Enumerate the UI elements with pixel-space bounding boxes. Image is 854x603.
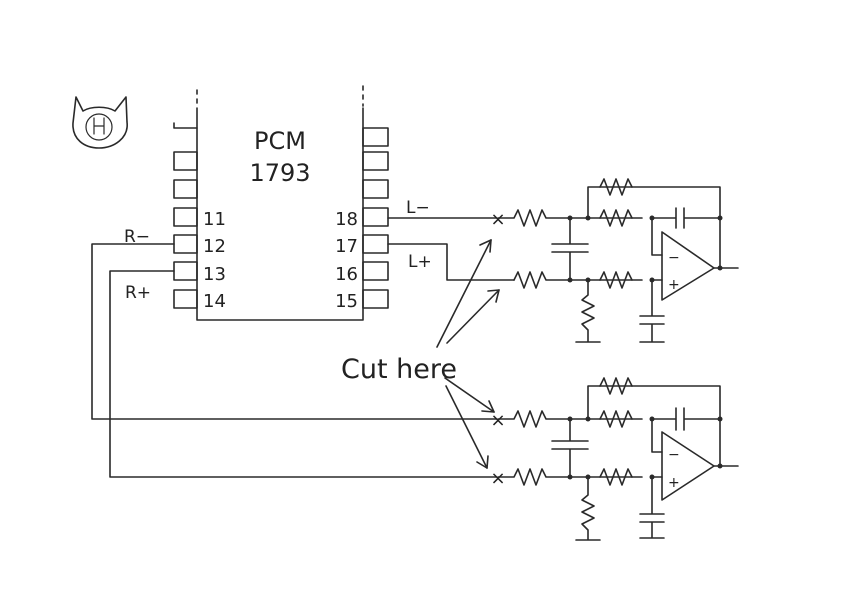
- l-plus-label: L+: [408, 252, 432, 272]
- pin-16-label: 16: [335, 264, 358, 285]
- cut-mark-l-minus: ×: [490, 209, 505, 230]
- cut-here-annotation: Cut here: [341, 354, 457, 385]
- pin-11-label: 11: [203, 209, 226, 230]
- svg-text:−: −: [668, 447, 680, 463]
- pin-18-label: 18: [335, 209, 358, 230]
- l-plus-wire: [387, 243, 515, 281]
- svg-text:+: +: [668, 277, 680, 293]
- left-pin-boxes: [173, 122, 198, 309]
- chip-number: 1793: [249, 159, 310, 187]
- pin-12-label: 12: [203, 236, 226, 257]
- r-plus-label: R+: [125, 283, 151, 303]
- svg-text:+: +: [668, 475, 680, 491]
- cut-mark-r-plus: ×: [490, 468, 505, 489]
- chip-name: PCM: [254, 127, 306, 155]
- pin-15-label: 15: [335, 291, 358, 312]
- r-minus-wire: [91, 243, 497, 420]
- r-plus-wire: [109, 270, 497, 478]
- lower-filter-stage: − +: [497, 377, 739, 541]
- pin-14-label: 14: [203, 291, 226, 312]
- pin-17-label: 17: [335, 236, 358, 257]
- pin-13-label: 13: [203, 264, 226, 285]
- upper-filter-stage: − +: [497, 178, 739, 343]
- cat-logo-icon: [72, 96, 128, 149]
- l-minus-label: L−: [406, 198, 430, 218]
- cut-mark-r-minus: ×: [490, 410, 505, 431]
- svg-text:−: −: [668, 250, 680, 266]
- r-minus-label: R−: [124, 227, 150, 247]
- annotation-arrows: [436, 239, 500, 469]
- right-pin-boxes: [362, 127, 389, 309]
